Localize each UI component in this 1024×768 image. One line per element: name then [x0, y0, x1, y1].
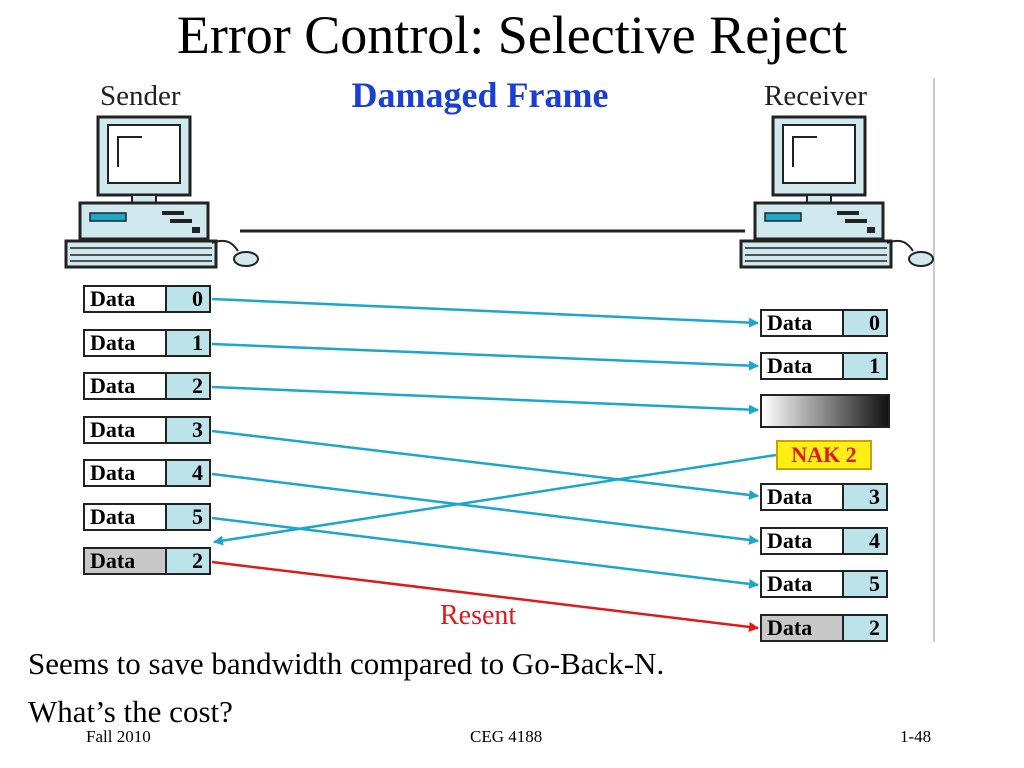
arrow-resent-frame-2: [211, 560, 759, 632]
frame-number: 4: [844, 529, 886, 553]
frame-data-label: Data: [85, 505, 167, 529]
frame-number: 0: [167, 287, 209, 311]
receiver-frame: Data 0: [760, 309, 888, 337]
footer-course: CEG 4188: [470, 727, 543, 746]
nak-badge: NAK 2: [776, 440, 872, 470]
arrow-frame-2-damaged: [211, 385, 759, 415]
caption-line-1: Seems to save bandwidth compared to Go-B…: [28, 646, 665, 681]
frame-data-label: Data: [762, 311, 844, 335]
receiver-frame: Data 4: [760, 527, 888, 555]
slide-title: Error Control: Selective Reject: [176, 5, 848, 65]
frame-number: 3: [844, 485, 886, 509]
sender-frame: Data 0: [83, 285, 211, 313]
footer-date: Fall 2010: [86, 727, 151, 746]
arrow-frame-3: [211, 429, 759, 500]
arrow-frame-0: [211, 297, 759, 328]
receiver-frame: Data 5: [760, 570, 888, 598]
resent-label: Resent: [440, 600, 517, 631]
sender-frame-resend: Data 2: [83, 547, 211, 575]
caption-line-2: What’s the cost?: [28, 694, 233, 729]
receiver-frame-resend: Data 2: [760, 614, 888, 642]
frame-data-label: Data: [762, 616, 844, 640]
footer-page-number: 1-48: [900, 727, 932, 746]
slide-subtitle: Damaged Frame: [351, 75, 609, 115]
receiver-label: Receiver: [764, 80, 868, 112]
frame-number: 3: [167, 418, 209, 442]
frame-data-label: Data: [85, 331, 167, 355]
frame-data-label: Data: [85, 374, 167, 398]
frame-data-label: Data: [762, 354, 844, 378]
sender-frame: Data 1: [83, 329, 211, 357]
frame-data-label: Data: [85, 418, 167, 442]
frame-number: 2: [167, 549, 209, 573]
sender-frame: Data 5: [83, 503, 211, 531]
frame-data-label: Data: [85, 549, 167, 573]
sender-frame: Data 2: [83, 372, 211, 400]
frame-data-label: Data: [762, 529, 844, 553]
frame-number: 5: [844, 572, 886, 596]
sender-label: Sender: [100, 80, 181, 112]
sender-computer-icon: [64, 115, 259, 269]
frame-number: 1: [844, 354, 886, 378]
frame-number: 2: [167, 374, 209, 398]
frame-number: 4: [167, 461, 209, 485]
receiver-computer-icon: [739, 115, 934, 269]
frame-number: 1: [167, 331, 209, 355]
frame-number: 2: [844, 616, 886, 640]
arrow-nak-2: [213, 453, 777, 546]
frame-number: 5: [167, 505, 209, 529]
arrow-frame-5: [211, 516, 759, 589]
sender-frame: Data 4: [83, 459, 211, 487]
frame-number: 0: [844, 311, 886, 335]
sender-frame: Data 3: [83, 416, 211, 444]
damaged-frame: [760, 394, 890, 428]
receiver-frame: Data 3: [760, 483, 888, 511]
arrow-frame-1: [211, 342, 759, 371]
frame-data-label: Data: [85, 461, 167, 485]
frame-data-label: Data: [762, 572, 844, 596]
frame-data-label: Data: [762, 485, 844, 509]
receiver-frame: Data 1: [760, 352, 888, 380]
frame-data-label: Data: [85, 287, 167, 311]
arrow-frame-4: [211, 472, 759, 545]
